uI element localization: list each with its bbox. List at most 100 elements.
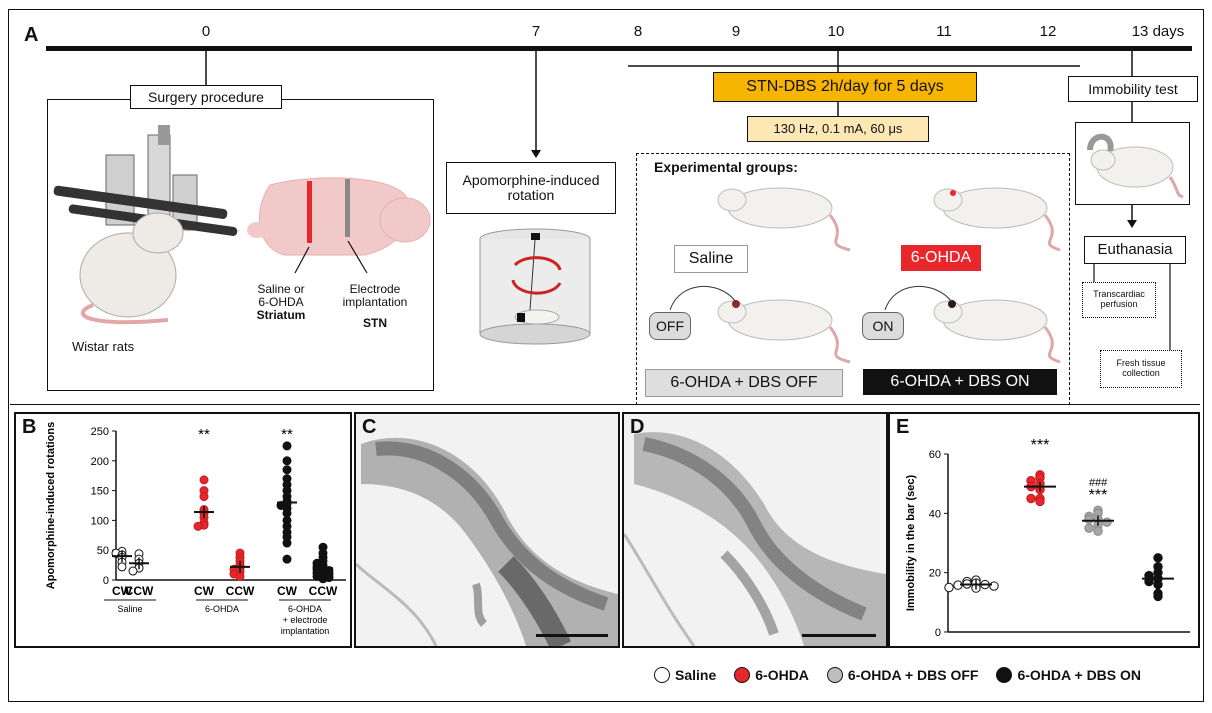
- x-category-label-b: CW: [194, 584, 215, 598]
- data-point-b: [282, 456, 292, 466]
- striatum-text: Striatum: [256, 308, 306, 323]
- apomorphine-box: Apomorphine-induced rotation: [446, 162, 616, 214]
- data-point-b: [199, 475, 209, 485]
- tick-13-days: 13 days: [1131, 23, 1185, 40]
- dbs-device-off: OFF: [649, 312, 691, 340]
- rat-saline-icon: [717, 187, 851, 252]
- legend-marker-dbs-on: [996, 667, 1013, 683]
- immobility-test-box: Immobility test: [1068, 76, 1198, 102]
- electrode-label: Electrode implantation STN: [335, 282, 415, 331]
- panel-label-d: D: [630, 416, 645, 438]
- transcardiac-box: Transcardiac perfusion: [1082, 282, 1156, 318]
- x-category-label-b: CCW: [226, 584, 255, 598]
- data-point-e: [1153, 591, 1163, 602]
- data-point-b: [128, 566, 138, 576]
- transcardiac-line2: perfusion: [1100, 299, 1138, 309]
- data-point-b: [235, 571, 245, 581]
- group-rats-illustration: [669, 187, 1061, 364]
- data-point-e: [1084, 514, 1094, 524]
- significance-e: ***: [1031, 437, 1050, 454]
- panel-label-c: C: [362, 416, 377, 438]
- significance-b: **: [281, 426, 293, 443]
- apomorphine-line1: Apomorphine-induced: [462, 171, 600, 188]
- y-tick-label-b: 200: [91, 456, 109, 468]
- y-axis-label-e: Immobility in the bar (sec): [905, 475, 917, 612]
- tick-0: 0: [201, 23, 211, 40]
- y-tick-label-b: 0: [103, 575, 109, 587]
- rat-dbs-off-icon: [669, 286, 851, 364]
- legend-dbs-off-label: 6-OHDA + DBS OFF: [847, 667, 979, 683]
- y-tick-label-e: 60: [929, 449, 941, 461]
- y-tick-label-b: 250: [91, 426, 109, 438]
- legend: Saline 6-OHDA 6-OHDA + DBS OFF 6-OHDA + …: [654, 664, 1141, 686]
- micrograph-c-image: [356, 414, 618, 646]
- legend-marker-6ohda: [734, 667, 751, 683]
- immobility-rat-icon: [1075, 122, 1190, 205]
- saline-ohda-label: Saline or 6-OHDA Striatum: [246, 282, 316, 323]
- rat-6ohda-icon: [933, 187, 1061, 252]
- legend-saline: Saline: [654, 667, 716, 683]
- data-point-b: [282, 538, 292, 548]
- panel-c: C: [354, 412, 620, 648]
- panel-label-a: A: [24, 24, 39, 46]
- micrograph-d-image: [624, 414, 886, 646]
- group-label-b: Saline: [117, 604, 142, 614]
- data-point-e: [1153, 553, 1163, 563]
- data-point-e: [989, 581, 999, 591]
- fresh-line2: collection: [1122, 368, 1160, 378]
- significance-e: ###: [1089, 477, 1108, 489]
- y-tick-label-b: 100: [91, 515, 109, 527]
- experimental-groups-box: [636, 153, 1070, 405]
- group-label-b: 6-OHDA: [288, 604, 322, 614]
- data-point-b: [318, 574, 328, 584]
- dbs-device-on: ON: [862, 312, 904, 340]
- y-tick-label-b: 150: [91, 486, 109, 498]
- panel-label-e: E: [896, 416, 910, 438]
- experimental-groups-title: Experimental groups:: [654, 159, 798, 175]
- tick-11: 11: [936, 23, 952, 40]
- x-category-label-b: CW: [277, 584, 298, 598]
- panel-a-frame: [10, 11, 1200, 405]
- stn-text: STN: [363, 316, 387, 331]
- data-point-b: [282, 554, 292, 564]
- implantation-text: implantation: [342, 295, 408, 310]
- x-category-label-b: CCW: [309, 584, 338, 598]
- data-point-b: [193, 521, 203, 531]
- fresh-tissue-box: Fresh tissue collection: [1100, 350, 1182, 388]
- saline-or-text: Saline or: [257, 282, 305, 296]
- wistar-rats-label: Wistar rats: [72, 339, 135, 354]
- tick-10: 10: [827, 23, 845, 40]
- data-point-b: [199, 492, 209, 502]
- group-dbs-on-label: 6-OHDA + DBS ON: [863, 369, 1057, 395]
- stn-dbs-box: STN-DBS 2h/day for 5 days: [713, 72, 977, 102]
- electrode-text: Electrode: [349, 282, 401, 296]
- stimulation-params: 130 Hz, 0.1 mA, 60 μs: [747, 116, 929, 142]
- tick-8: 8: [633, 23, 643, 40]
- group-label-b: + electrode: [283, 615, 328, 625]
- rat-dbs-on-icon: [884, 286, 1061, 364]
- scale-bar-d: [802, 634, 876, 637]
- tick-7: 7: [531, 23, 541, 40]
- data-point-e: [944, 582, 954, 593]
- y-tick-label-e: 40: [929, 508, 941, 520]
- legend-6ohda: 6-OHDA: [734, 667, 809, 683]
- y-tick-label-e: 0: [935, 627, 941, 639]
- euthanasia-box: Euthanasia: [1084, 236, 1186, 264]
- data-point-e: [1026, 493, 1036, 504]
- group-dbs-off-label: 6-OHDA + DBS OFF: [645, 369, 843, 397]
- legend-6ohda-label: 6-OHDA: [755, 667, 809, 683]
- stereotaxic-rat-illustration: [53, 125, 238, 325]
- tick-12: 12: [1039, 23, 1057, 40]
- surgery-title: Surgery procedure: [130, 85, 282, 109]
- group-6ohda-label: 6-OHDA: [901, 245, 981, 271]
- y-tick-label-b: 50: [97, 545, 109, 557]
- y-tick-label-e: 20: [929, 568, 941, 580]
- data-point-b: [282, 465, 292, 475]
- apomorphine-line2: rotation: [507, 187, 555, 203]
- data-point-b: [282, 441, 292, 451]
- x-category-label-b: CCW: [125, 584, 154, 598]
- data-point-e: [1093, 526, 1103, 536]
- data-point-e: [1035, 496, 1045, 507]
